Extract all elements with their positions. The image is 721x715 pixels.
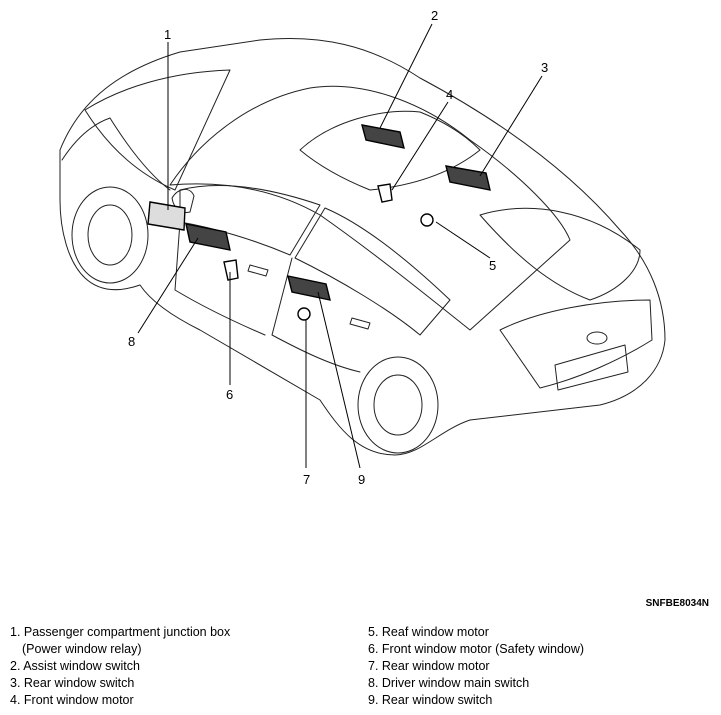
- callout-4: 4: [446, 87, 453, 102]
- assist-window-switch-component: [361, 124, 405, 149]
- legend-item-7: 7. Rear window motor: [368, 659, 490, 673]
- callout-5: 5: [489, 258, 496, 273]
- front-window-motor-safety-component: [223, 259, 239, 281]
- leader-line-9: [317, 291, 361, 469]
- door-line-front: [174, 221, 266, 336]
- leader-line-3: [479, 75, 543, 177]
- trunk-outline: [499, 299, 653, 389]
- rear-side-window: [294, 207, 451, 336]
- legend-item-6: 6. Front window motor (Safety window): [368, 642, 585, 656]
- rear-window-switch-right-component: [445, 165, 491, 191]
- rear-door-handle: [349, 317, 371, 330]
- front-door-handle: [247, 264, 269, 277]
- license-plate: [554, 344, 629, 391]
- rear-wheel-hub: [373, 374, 423, 436]
- rear-emblem: [586, 331, 608, 345]
- legend-item-2: 2. Assist window switch: [10, 659, 140, 673]
- legend-item-8: 8. Driver window main switch: [368, 676, 530, 690]
- door-line-rear: [271, 257, 361, 373]
- callout-7: 7: [303, 472, 310, 487]
- rear-window-motor-left-component: [297, 307, 311, 321]
- hood-outline: [61, 117, 171, 191]
- front-window-motor-component: [377, 183, 393, 203]
- legend-left: 1. Passenger compartment junction box (P…: [10, 624, 230, 709]
- front-wheel-hub: [87, 204, 133, 266]
- rear-window: [479, 207, 641, 301]
- callout-2: 2: [431, 8, 438, 23]
- legend-item-1-sub: (Power window relay): [22, 642, 142, 656]
- callout-9: 9: [358, 472, 365, 487]
- car-body-outline: [59, 37, 666, 456]
- leader-line-4: [391, 101, 449, 191]
- callout-6: 6: [226, 387, 233, 402]
- legend-item-5: 5. Reaf window motor: [368, 625, 489, 639]
- legend-item-9: 9. Rear window switch: [368, 693, 493, 707]
- junction-box-component: [147, 201, 186, 231]
- callout-3: 3: [541, 60, 548, 75]
- leader-line-5: [435, 221, 491, 259]
- legend-right: 5. Reaf window motor 6. Front window mot…: [368, 624, 584, 709]
- legend-item-1: 1. Passenger compartment junction box: [10, 625, 231, 639]
- callout-8: 8: [128, 334, 135, 349]
- leader-line-8: [137, 237, 199, 334]
- sunroof-outline: [299, 110, 481, 191]
- rear-window-motor-right-component: [420, 213, 434, 227]
- car-roof-outline: [169, 85, 571, 331]
- front-wheel: [71, 186, 149, 284]
- legend-item-3: 3. Rear window switch: [10, 676, 135, 690]
- driver-main-switch-component: [185, 223, 231, 251]
- windshield-outline: [84, 69, 231, 191]
- legend-item-4: 4. Front window motor: [10, 693, 134, 707]
- rear-wheel: [357, 356, 439, 454]
- callout-1: 1: [164, 27, 171, 42]
- figure-code: SNFBE8034N: [645, 598, 709, 609]
- rear-window-switch-left-component: [287, 275, 331, 301]
- leader-line-2: [379, 23, 433, 129]
- car-component-diagram: 1 2 3 4 5 6 7 8 9: [59, 8, 666, 487]
